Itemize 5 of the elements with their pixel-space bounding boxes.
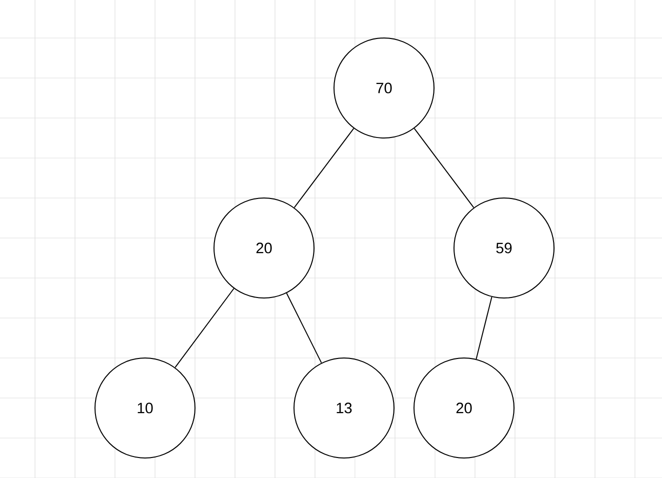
tree-edge: [476, 296, 492, 360]
tree-edge: [414, 128, 474, 208]
tree-edge: [294, 128, 354, 208]
tree-edge: [174, 288, 234, 368]
tree-edge: [286, 292, 322, 364]
